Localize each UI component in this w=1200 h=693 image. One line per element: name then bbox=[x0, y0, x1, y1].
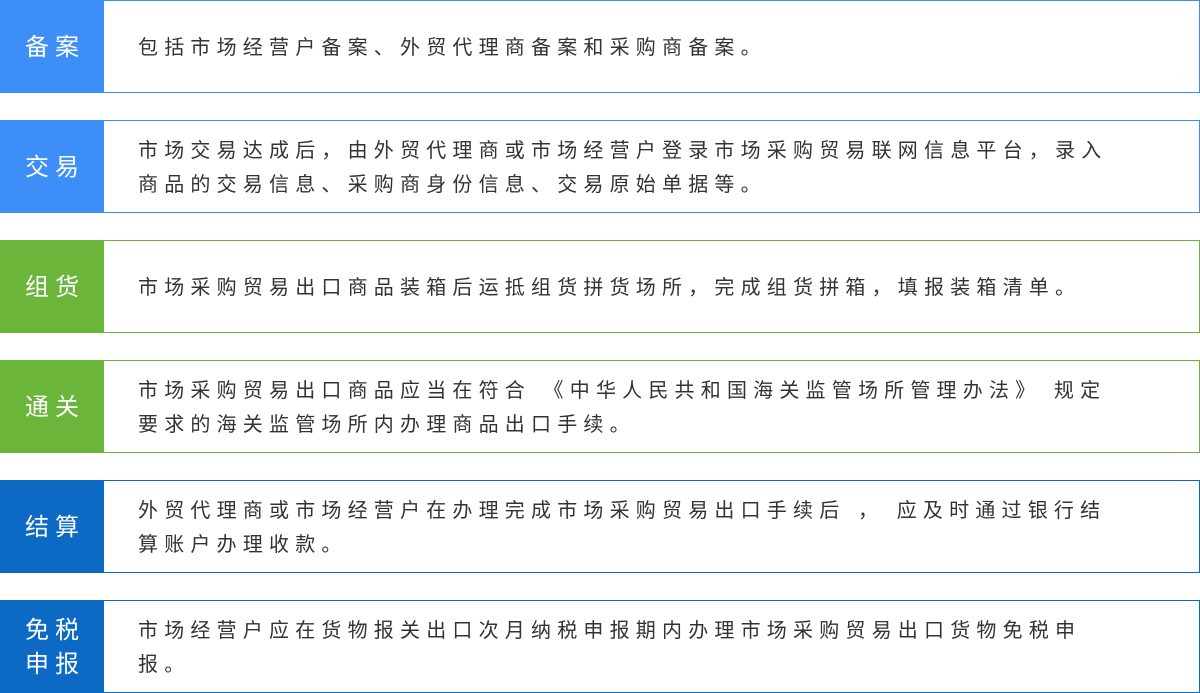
step-row-filing: 备案 包括市场经营户备案、外贸代理商备案和采购商备案。 bbox=[0, 0, 1200, 93]
step-label: 结算 bbox=[0, 480, 104, 573]
step-description-box: 外贸代理商或市场经营户在办理完成市场采购贸易出口手续后 ， 应及时通过银行结算账… bbox=[104, 480, 1200, 573]
step-description: 包括市场经营户备案、外贸代理商备案和采购商备案。 bbox=[138, 34, 767, 59]
step-description-box: 市场采购贸易出口商品装箱后运抵组货拼货场所，完成组货拼箱，填报装箱清单。 bbox=[104, 240, 1200, 333]
step-description-box: 市场采购贸易出口商品应当在符合 《中华人民共和国海关监管场所管理办法》 规定要求… bbox=[104, 360, 1200, 453]
step-row-settlement: 结算 外贸代理商或市场经营户在办理完成市场采购贸易出口手续后 ， 应及时通过银行… bbox=[0, 480, 1200, 573]
step-label: 组货 bbox=[0, 240, 104, 333]
step-row-tax-exemption: 免税 申报 市场经营户应在货物报关出口次月纳税申报期内办理市场采购贸易出口货物免… bbox=[0, 600, 1200, 693]
step-description-box: 市场交易达成后，由外贸代理商或市场经营户登录市场采购贸易联网信息平台，录入商品的… bbox=[104, 120, 1200, 213]
step-description: 外贸代理商或市场经营户在办理完成市场采购贸易出口手续后 ， 应及时通过银行结算账… bbox=[138, 497, 1107, 556]
step-description-box: 包括市场经营户备案、外贸代理商备案和采购商备案。 bbox=[104, 0, 1200, 93]
step-description: 市场经营户应在货物报关出口次月纳税申报期内办理市场采购贸易出口货物免税申报。 bbox=[138, 617, 1082, 676]
step-row-customs: 通关 市场采购贸易出口商品应当在符合 《中华人民共和国海关监管场所管理办法》 规… bbox=[0, 360, 1200, 453]
step-label: 备案 bbox=[0, 0, 104, 93]
step-label: 交易 bbox=[0, 120, 104, 213]
step-row-trade: 交易 市场交易达成后，由外贸代理商或市场经营户登录市场采购贸易联网信息平台，录入… bbox=[0, 120, 1200, 213]
step-row-consolidation: 组货 市场采购贸易出口商品装箱后运抵组货拼货场所，完成组货拼箱，填报装箱清单。 bbox=[0, 240, 1200, 333]
step-label: 通关 bbox=[0, 360, 104, 453]
step-description: 市场采购贸易出口商品应当在符合 《中华人民共和国海关监管场所管理办法》 规定要求… bbox=[138, 377, 1107, 436]
step-description: 市场交易达成后，由外贸代理商或市场经营户登录市场采购贸易联网信息平台，录入商品的… bbox=[138, 137, 1108, 196]
step-description-box: 市场经营户应在货物报关出口次月纳税申报期内办理市场采购贸易出口货物免税申报。 bbox=[104, 600, 1200, 693]
step-description: 市场采购贸易出口商品装箱后运抵组货拼货场所，完成组货拼箱，填报装箱清单。 bbox=[138, 274, 1082, 299]
step-label: 免税 申报 bbox=[0, 600, 104, 693]
